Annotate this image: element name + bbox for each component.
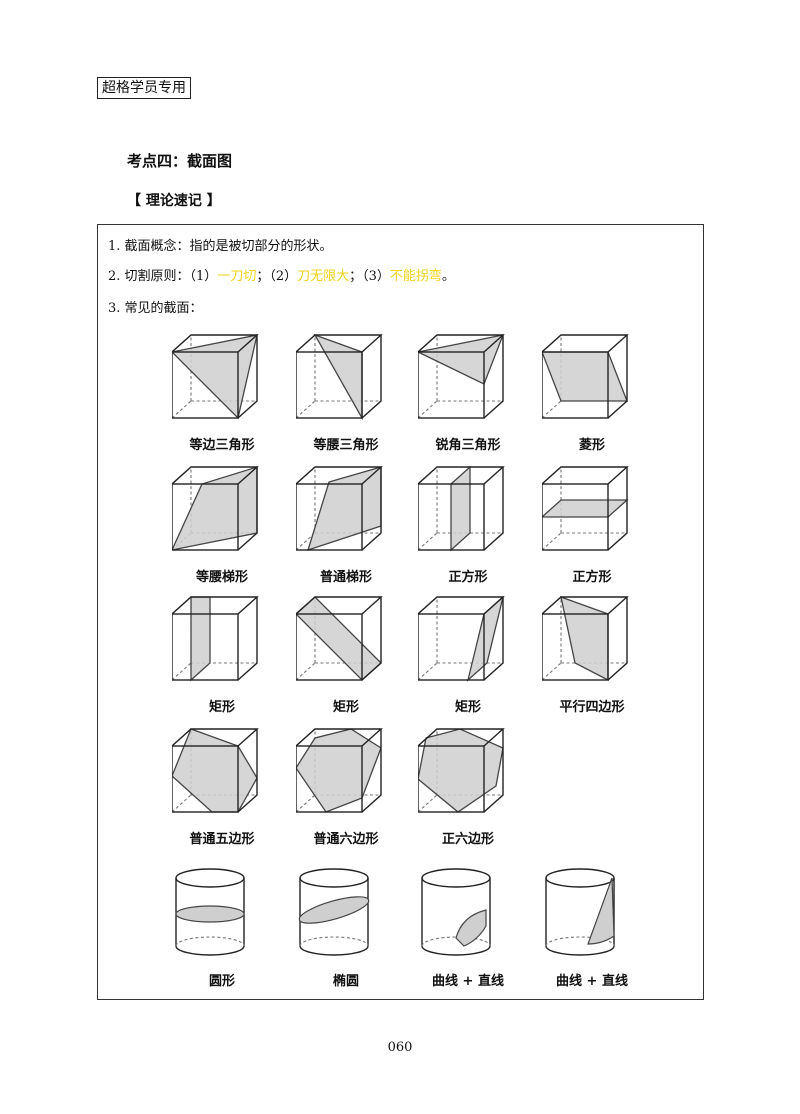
figure-caption: 平行四边形 [559, 700, 625, 715]
figure-caption: 等边三角形 [189, 438, 255, 453]
cube-diagram [418, 334, 505, 419]
cube-diagram [172, 728, 259, 813]
figure-caption: 曲线 + 直线 [432, 974, 504, 989]
cube-diagram [418, 466, 505, 552]
figure-caption: 普通六边形 [313, 832, 379, 847]
figure-caption: 圆形 [208, 974, 235, 989]
cube-section-figure: 普通梯形 [296, 466, 396, 596]
figure-caption: 正方形 [572, 570, 612, 585]
definition-line: 1. 截面概念：指的是被切部分的形状。 [108, 239, 333, 254]
page-number: 060 [387, 1040, 413, 1055]
cylinder-diagram [298, 868, 370, 956]
figure-caption: 椭圆 [332, 974, 359, 989]
cylinder-diagram [175, 868, 245, 956]
common-sections-line: 3. 常见的截面： [108, 301, 203, 316]
cube-section-figure: 矩形 [418, 596, 518, 726]
cube-diagram [542, 466, 629, 551]
cylinder-section-figure: 曲线 + 直线 [418, 866, 518, 996]
cylinder-section-figure: 椭圆 [296, 866, 396, 996]
cube-section-figure: 正方形 [418, 466, 518, 596]
cube-section-figure: 矩形 [172, 596, 272, 726]
figure-caption: 锐角三角形 [435, 438, 501, 453]
cylinder-diagram [545, 868, 615, 956]
principle-sep-2: ；（3） [349, 269, 390, 284]
cube-diagram [418, 728, 505, 813]
principle-sep-1: ；（2） [256, 269, 298, 284]
figure-caption: 曲线 + 直线 [556, 974, 628, 989]
cube-diagram [296, 728, 383, 813]
figure-caption: 等腰梯形 [195, 570, 248, 585]
restricted-badge: 超格学员专用 [97, 77, 191, 99]
cube-section-figure: 等腰三角形 [296, 334, 396, 464]
cylinder-section-figure: 圆形 [172, 866, 272, 996]
principle-3: 不能拐弯 [389, 269, 442, 284]
figure-caption: 普通五边形 [189, 832, 255, 847]
cube-diagram [172, 334, 259, 420]
cube-section-figure: 平行四边形 [542, 596, 642, 726]
cube-diagram [296, 596, 383, 681]
content-box: 1. 截面概念：指的是被切部分的形状。 2. 切割原则：（1）一刀切；（2）刀无… [97, 224, 704, 1000]
principle-suffix: 。 [441, 269, 455, 284]
cube-diagram [296, 466, 383, 552]
cube-section-figure: 普通五边形 [172, 728, 272, 858]
cube-section-figure: 锐角三角形 [418, 334, 518, 464]
figure-caption: 普通梯形 [319, 570, 372, 585]
cube-diagram [172, 466, 259, 551]
cube-section-figure: 等腰梯形 [172, 466, 272, 596]
figure-caption: 矩形 [208, 700, 235, 715]
cylinder-section-figure: 曲线 + 直线 [542, 866, 642, 996]
cube-diagram [296, 334, 383, 421]
cube-section-figure: 普通六边形 [296, 728, 396, 858]
subsection-title: 【 理论速记 】 [127, 193, 221, 209]
principle-prefix: 2. 切割原则：（1） [108, 269, 218, 284]
figure-caption: 矩形 [332, 700, 359, 715]
cube-section-figure: 矩形 [296, 596, 396, 726]
cube-diagram [542, 334, 629, 419]
principle-1: 一刀切 [217, 269, 257, 284]
cube-diagram [418, 596, 505, 682]
figure-caption: 菱形 [578, 438, 605, 453]
figure-caption: 正六边形 [441, 832, 494, 847]
principle-2: 刀无限大 [297, 269, 350, 284]
cube-diagram [542, 596, 629, 682]
cube-section-figure: 正方形 [542, 466, 642, 596]
cube-section-figure: 正六边形 [418, 728, 518, 858]
figure-caption: 等腰三角形 [313, 438, 379, 453]
principle-line: 2. 切割原则：（1）一刀切；（2）刀无限大；（3）不能拐弯。 [108, 265, 455, 284]
cube-diagram [172, 596, 259, 682]
figure-caption: 正方形 [448, 570, 488, 585]
cube-section-figure: 菱形 [542, 334, 642, 464]
cube-section-figure: 等边三角形 [172, 334, 272, 464]
figure-caption: 矩形 [454, 700, 481, 715]
cylinder-diagram [421, 868, 491, 956]
section-title: 考点四：截面图 [127, 152, 233, 170]
